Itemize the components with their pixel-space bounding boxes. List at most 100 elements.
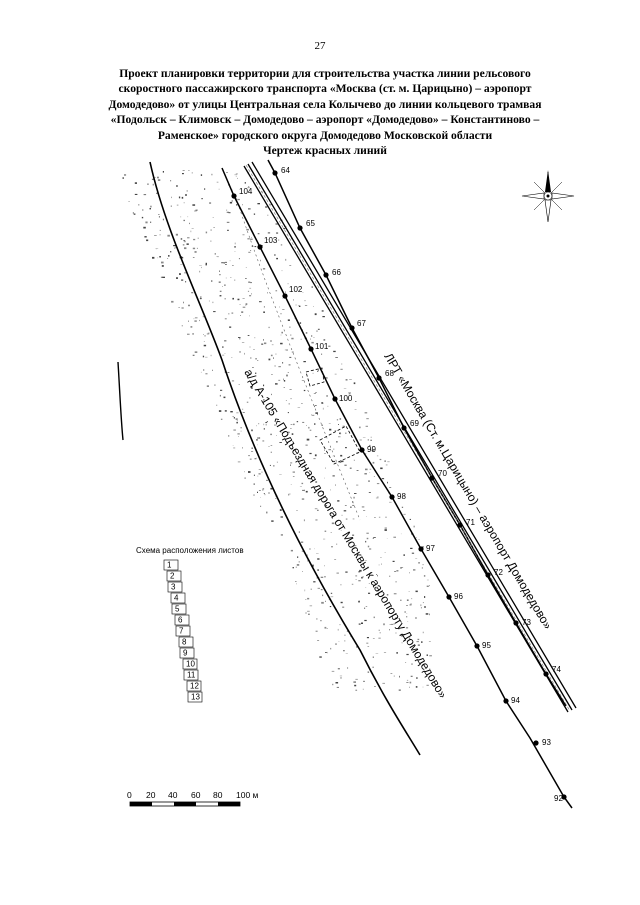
title-line: Домодедово» от улицы Центральная села Ко… [108, 97, 542, 111]
boundary-point-marker [401, 425, 407, 431]
boundary-point-marker [418, 546, 424, 552]
boundary-point-label: 69 [410, 419, 419, 428]
boundary-point-marker [474, 643, 480, 649]
boundary-point-label: 101 [315, 342, 329, 351]
sheet-number: 5 [175, 605, 180, 614]
scale-label: 100 м [236, 790, 259, 800]
boundary-point-label: 104 [239, 187, 253, 196]
scale-label: 20 [146, 790, 156, 800]
sheet-box [175, 625, 191, 637]
sheet-box [178, 636, 194, 648]
planned-structure-outline [319, 425, 361, 465]
boundary-point-marker [272, 170, 278, 176]
boundary-point-label: 96 [454, 592, 463, 601]
sheet-scheme-title: Схема расположения листов [136, 546, 244, 555]
lrt-track [247, 163, 573, 711]
lrt-track [243, 165, 569, 713]
sheet-layout-scheme: Схема расположения листов 12 3 4 5 6 7 8 9 10 11 1… [136, 546, 244, 703]
boundary-point-label: 70 [438, 469, 447, 478]
boundary-point-marker [543, 671, 549, 677]
boundary-point-marker [533, 740, 539, 746]
title-line: «Подольск – Климовск – Домодедово – аэро… [110, 113, 540, 127]
boundary-point-label: 72 [494, 568, 503, 577]
boundary-point-marker [389, 494, 395, 500]
red-line-left [221, 167, 573, 809]
boundary-point-label: 103 [264, 236, 278, 245]
sheet-box [167, 581, 183, 593]
sheet-number: 13 [191, 693, 200, 702]
title-line: Раменское» городского округа Домодедово … [157, 128, 493, 142]
boundary-point-label: 65 [306, 219, 315, 228]
sheet-number: 7 [179, 627, 184, 636]
sheet-number: 11 [187, 671, 196, 680]
boundary-point-label: 94 [511, 696, 520, 705]
scale-bar: 0 20 40 60 80 100 м [127, 790, 259, 807]
boundary-point-marker [485, 572, 491, 578]
boundary-point-marker [457, 522, 463, 528]
boundary-point-label: 100 [339, 394, 353, 403]
boundary-point-marker [513, 620, 519, 626]
boundary-point-marker [446, 594, 452, 600]
north-arrow-icon [521, 170, 575, 223]
sheet-box [186, 680, 202, 692]
boundary-point-label: 93 [542, 738, 551, 747]
sheet-number: 6 [178, 616, 183, 625]
boundary-point-marker [231, 193, 237, 199]
sheet-number: 3 [171, 583, 176, 592]
lrt-track [245, 164, 571, 712]
planned-structure-outline [305, 367, 325, 387]
sheet-box [163, 559, 179, 571]
sheet-number: 2 [170, 572, 175, 581]
boundary-point-marker [323, 272, 329, 278]
scale-label: 60 [191, 790, 201, 800]
sheet-box [171, 603, 187, 615]
boundary-point-marker [503, 698, 509, 704]
boundary-point-marker [429, 475, 435, 481]
sheet-box [174, 614, 190, 626]
title-line: Проект планировки территории для строите… [119, 67, 531, 80]
page-number: 27 [314, 40, 326, 52]
sheet-box [166, 570, 182, 582]
boundary-point-label: 97 [426, 544, 435, 553]
sheet-box [183, 669, 199, 681]
scale-label: 40 [168, 790, 178, 800]
lrt-track [251, 161, 577, 709]
boundary-point-marker [308, 346, 314, 352]
terrain-boundary-line [149, 161, 421, 756]
boundary-point-label: 64 [281, 166, 290, 175]
boundary-point-label: 74 [552, 665, 561, 674]
sheet-box [187, 691, 203, 703]
boundary-point-label: 71 [466, 518, 475, 527]
scale-label: 80 [213, 790, 223, 800]
lrt-road-label: ЛРТ «Москва (Ст. м.Царицыно) – аэропорт … [381, 350, 555, 632]
sheet-number: 12 [190, 682, 199, 691]
boundary-point-label: 98 [397, 492, 406, 501]
boundary-point-label: 102 [289, 285, 303, 294]
sheet-number: 4 [174, 594, 179, 603]
boundary-point-marker [349, 325, 355, 331]
boundary-point-label: 68 [385, 369, 394, 378]
title-line: скоростного пассажирского транспорта «Мо… [118, 82, 532, 96]
boundary-point-marker [359, 447, 365, 453]
boundary-point-marker [332, 396, 338, 402]
boundary-point-marker [376, 375, 382, 381]
boundary-point-label: 99 [367, 445, 376, 454]
title-line: Чертеж красных линий [263, 144, 387, 158]
scale-label: 0 [127, 790, 132, 800]
boundary-point-marker [282, 293, 288, 299]
sheet-box [182, 658, 198, 670]
sheet-number: 8 [182, 638, 187, 647]
sheet-number: 10 [186, 660, 195, 669]
boundary-point-marker [561, 794, 567, 800]
boundary-point-marker [257, 244, 263, 250]
sheet-number: 9 [183, 649, 188, 658]
boundary-point-label: 66 [332, 268, 341, 277]
sheet-box [170, 592, 186, 604]
boundary-point-label: 67 [357, 319, 366, 328]
boundary-point-label: 92 [554, 794, 563, 803]
terrain-boundary-line [235, 197, 361, 521]
boundary-point-marker [297, 225, 303, 231]
sheet-box [179, 647, 195, 659]
